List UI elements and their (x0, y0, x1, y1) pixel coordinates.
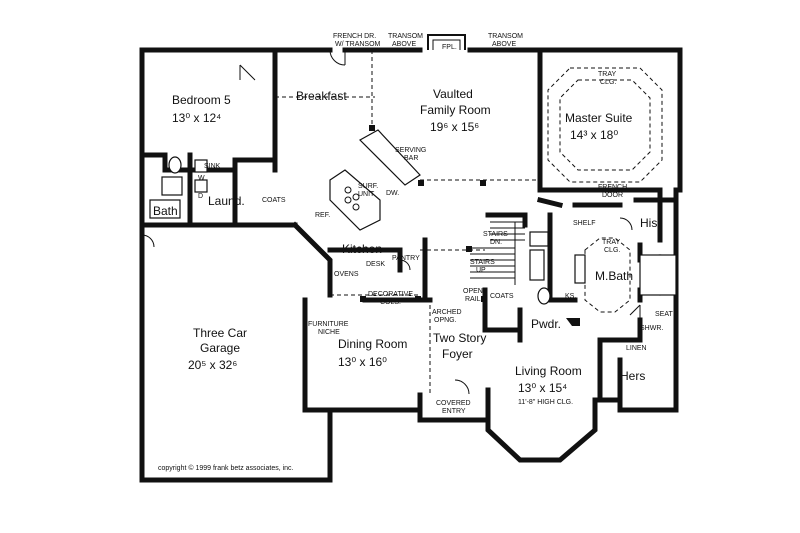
columns (360, 125, 487, 302)
svg-text:FPL.: FPL. (442, 44, 457, 51)
svg-text:RAIL: RAIL (465, 296, 481, 303)
svg-text:STAIRS: STAIRS (470, 259, 495, 266)
living-name: Living Room (515, 364, 582, 378)
svg-text:W: W (198, 175, 205, 182)
svg-text:OVENS: OVENS (334, 271, 359, 278)
svg-text:DECORATIVE: DECORATIVE (368, 291, 413, 298)
tray-ceiling (547, 67, 663, 183)
svg-text:CLG.: CLG. (600, 79, 616, 86)
breakfast-name: Breakfast (296, 89, 347, 103)
master-dims: 14³ x 18⁰ (570, 128, 618, 142)
dining-dims: 13⁰ x 16⁰ (338, 355, 387, 369)
his-name: His (640, 216, 657, 230)
living-note: 11'-8" HIGH CLG. (518, 399, 573, 406)
svg-text:FURNITURE: FURNITURE (308, 321, 349, 328)
kitchen-name: Kitchen (342, 242, 382, 256)
foyer-name-1: Two Story (433, 331, 486, 345)
svg-text:NICHE: NICHE (318, 329, 340, 336)
bath-fixtures (149, 156, 677, 326)
svg-text:SHWR.: SHWR. (640, 325, 663, 332)
bath-name: Bath (153, 204, 178, 218)
svg-text:STAIRS: STAIRS (483, 231, 508, 238)
copyright-text: copyright © 1999 frank betz associates, … (158, 464, 294, 472)
door-swings (141, 49, 633, 395)
living-dims: 13⁰ x 15⁴ (518, 381, 567, 395)
powder-name: Pwdr. (531, 317, 561, 331)
svg-text:SERVING: SERVING (395, 147, 426, 154)
svg-text:SEAT: SEAT (655, 311, 673, 318)
bedroom5-dims: 13⁰ x 12⁴ (172, 111, 221, 125)
interior-walls (139, 47, 679, 343)
svg-text:COVERED: COVERED (436, 400, 471, 407)
svg-text:DW.: DW. (386, 190, 399, 197)
svg-text:D: D (198, 193, 203, 200)
kitchen-island (329, 129, 421, 231)
svg-text:OPEN: OPEN (463, 288, 483, 295)
master-name: Master Suite (565, 111, 633, 125)
family-name-2: Family Room (420, 103, 491, 117)
garage-name-1: Three Car (193, 326, 247, 340)
garage-dims: 20⁵ x 32⁶ (188, 358, 237, 372)
family-name-1: Vaulted (433, 87, 473, 101)
svg-text:BAR: BAR (404, 155, 418, 162)
foyer-name-2: Foyer (442, 347, 473, 361)
room-labels: Bedroom 5 13⁰ x 12⁴ Breakfast Vaulted Fa… (153, 87, 657, 406)
svg-text:DN.: DN. (490, 239, 502, 246)
svg-text:FRENCH DR.: FRENCH DR. (333, 33, 376, 40)
stairs (470, 221, 549, 285)
svg-text:SINK: SINK (204, 163, 221, 170)
svg-text:LINEN: LINEN (626, 345, 647, 352)
svg-text:W/ TRANSOM: W/ TRANSOM (335, 41, 381, 48)
svg-text:COATS: COATS (262, 197, 286, 204)
dining-name: Dining Room (338, 337, 407, 351)
fireplace: FPL. (427, 34, 466, 51)
hers-name: Hers (620, 369, 645, 383)
svg-text:FRENCH: FRENCH (598, 184, 627, 191)
svg-text:DOOR: DOOR (602, 192, 623, 199)
svg-text:PANTRY: PANTRY (392, 255, 420, 262)
svg-text:CLG.: CLG. (604, 247, 620, 254)
svg-text:ENTRY: ENTRY (442, 408, 466, 415)
svg-text:KS.: KS. (565, 293, 576, 300)
svg-text:ABOVE: ABOVE (492, 41, 516, 48)
svg-text:ARCHED: ARCHED (432, 309, 462, 316)
annotation-labels: FRENCH DR. W/ TRANSOM TRANSOM ABOVE TRAN… (158, 33, 673, 472)
svg-text:SURF.: SURF. (358, 183, 378, 190)
svg-text:TRAY: TRAY (602, 239, 620, 246)
svg-text:ABOVE: ABOVE (392, 41, 416, 48)
svg-text:SHELF: SHELF (573, 220, 596, 227)
svg-text:TRANSOM: TRANSOM (488, 33, 523, 40)
svg-text:TRAY: TRAY (598, 71, 616, 78)
svg-text:TRANSOM: TRANSOM (388, 33, 423, 40)
family-dims: 19⁶ x 15⁶ (430, 120, 479, 134)
mbath-tray (584, 237, 631, 313)
bedroom5-name: Bedroom 5 (172, 93, 231, 107)
svg-text:UNIT: UNIT (358, 191, 375, 198)
mbath-name: M.Bath (595, 269, 633, 283)
garage-name-2: Garage (200, 341, 240, 355)
svg-text:COLS.: COLS. (380, 299, 401, 306)
svg-text:UP: UP (476, 267, 486, 274)
laundry-name: Laund. (208, 194, 245, 208)
svg-text:COATS: COATS (490, 293, 514, 300)
svg-text:OPNG.: OPNG. (434, 317, 457, 324)
svg-text:REF.: REF. (315, 212, 330, 219)
svg-text:DESK: DESK (366, 261, 385, 268)
